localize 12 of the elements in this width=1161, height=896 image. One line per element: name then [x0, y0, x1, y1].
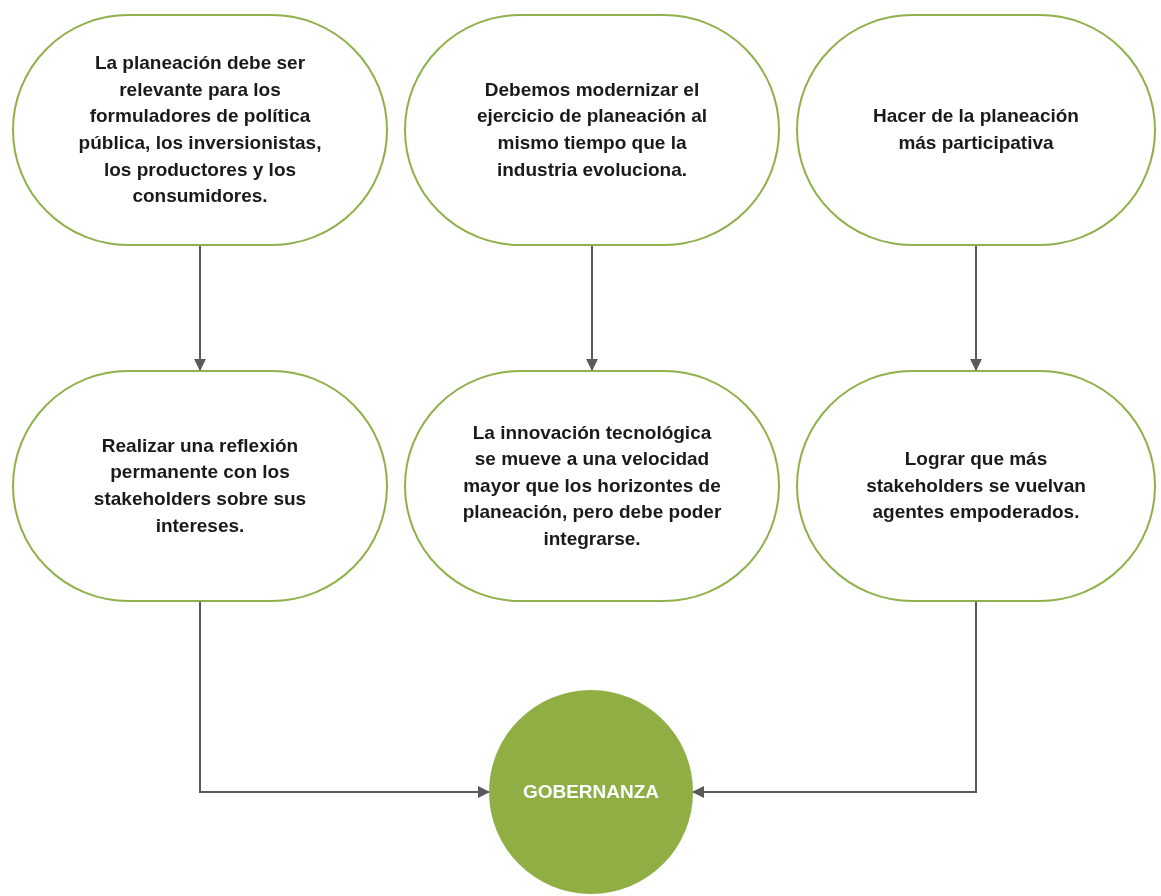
node-text: La planeación debe ser relevante para los formuladores de política pública, los inversionistas, los productores y los consumidores.	[77, 51, 323, 209]
node-text: Hacer de la planeación más participativa	[872, 104, 1080, 155]
node-text: Debemos modernizar el ejercicio de planeación al mismo tiempo que la industria evoluciona.	[475, 77, 709, 182]
node-text: La innovación tecnológica se mueve a una velocidad mayor que los horizontes de planeación, pero debe poder integrarse.	[462, 420, 722, 551]
arrow	[586, 245, 598, 371]
arrow	[692, 601, 977, 798]
node-text: Realizar una reflexión permanente con los stakeholders sobre sus intereses.	[92, 433, 308, 538]
arrow	[194, 245, 206, 371]
arrow	[970, 245, 982, 371]
node-text: GOBERNANZA	[522, 779, 660, 804]
node-text: Lograr que más stakeholders se vuelvan agentes empoderados.	[865, 447, 1087, 525]
arrow	[199, 601, 490, 798]
